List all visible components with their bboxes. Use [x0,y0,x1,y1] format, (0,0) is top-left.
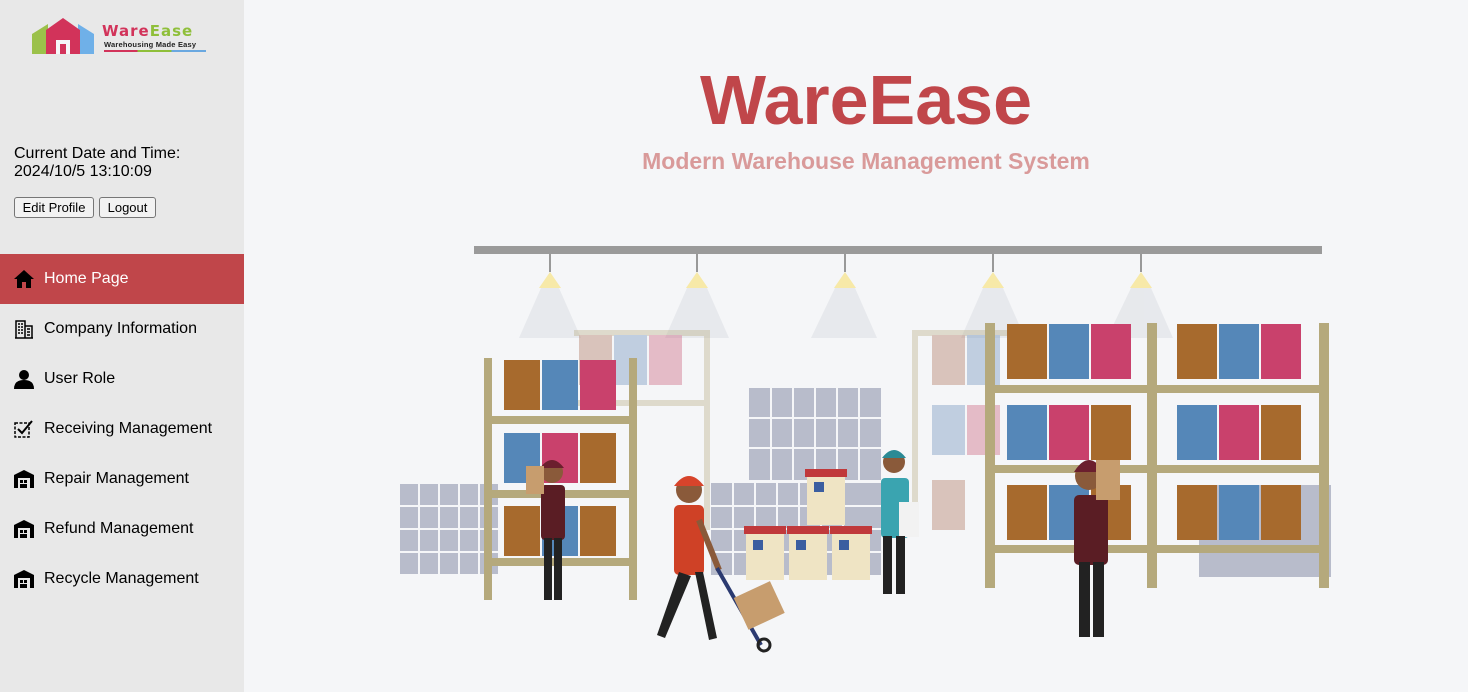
sidebar-item-label: User Role [44,370,116,387]
sidebar-item-recycle-management[interactable]: Recycle Management [0,554,244,604]
datetime-label: Current Date and Time: [14,145,181,162]
sidebar-item-user-role[interactable]: User Role [0,354,244,404]
logo-name: WareEase [102,22,194,40]
home-icon [14,269,34,289]
sidebar-item-label: Repair Management [44,470,189,487]
warehouse-icon [14,519,34,539]
edit-profile-button[interactable]: Edit Profile [14,197,94,218]
sidebar-item-label: Company Information [44,320,197,337]
warehouse-icon [14,569,34,589]
logo-tagline: Warehousing Made Easy [104,40,197,49]
sidebar-item-receiving-management[interactable]: Receiving Management [0,404,244,454]
sidebar-nav: Home Page Company Information User Role … [0,254,244,604]
sidebar-item-repair-management[interactable]: Repair Management [0,454,244,504]
page-subtitle: Modern Warehouse Management System [642,148,1090,174]
sidebar-item-company-information[interactable]: Company Information [0,304,244,354]
user-icon [14,369,34,389]
logout-button[interactable]: Logout [99,197,156,218]
building-icon [14,319,34,339]
sidebar-item-refund-management[interactable]: Refund Management [0,504,244,554]
sidebar-item-label: Home Page [44,270,129,287]
warehouse-logo-icon [32,18,94,54]
datetime-value: 2024/10/5 13:10:09 [14,163,152,180]
sidebar-item-home-page[interactable]: Home Page [0,254,244,304]
sidebar-item-label: Refund Management [44,520,194,537]
checkbox-icon [14,419,34,439]
app-logo[interactable]: WareEase Warehousing Made Easy [32,18,212,58]
logo-underline [104,50,206,52]
warehouse-illustration [399,246,1331,653]
main-content: WareEase Modern Warehouse Management Sys… [244,0,1468,692]
page-title: WareEase [699,61,1033,139]
sidebar: WareEase Warehousing Made Easy Current D… [0,0,244,692]
warehouse-icon [14,469,34,489]
sidebar-item-label: Receiving Management [44,420,213,437]
sidebar-item-label: Recycle Management [44,570,199,587]
